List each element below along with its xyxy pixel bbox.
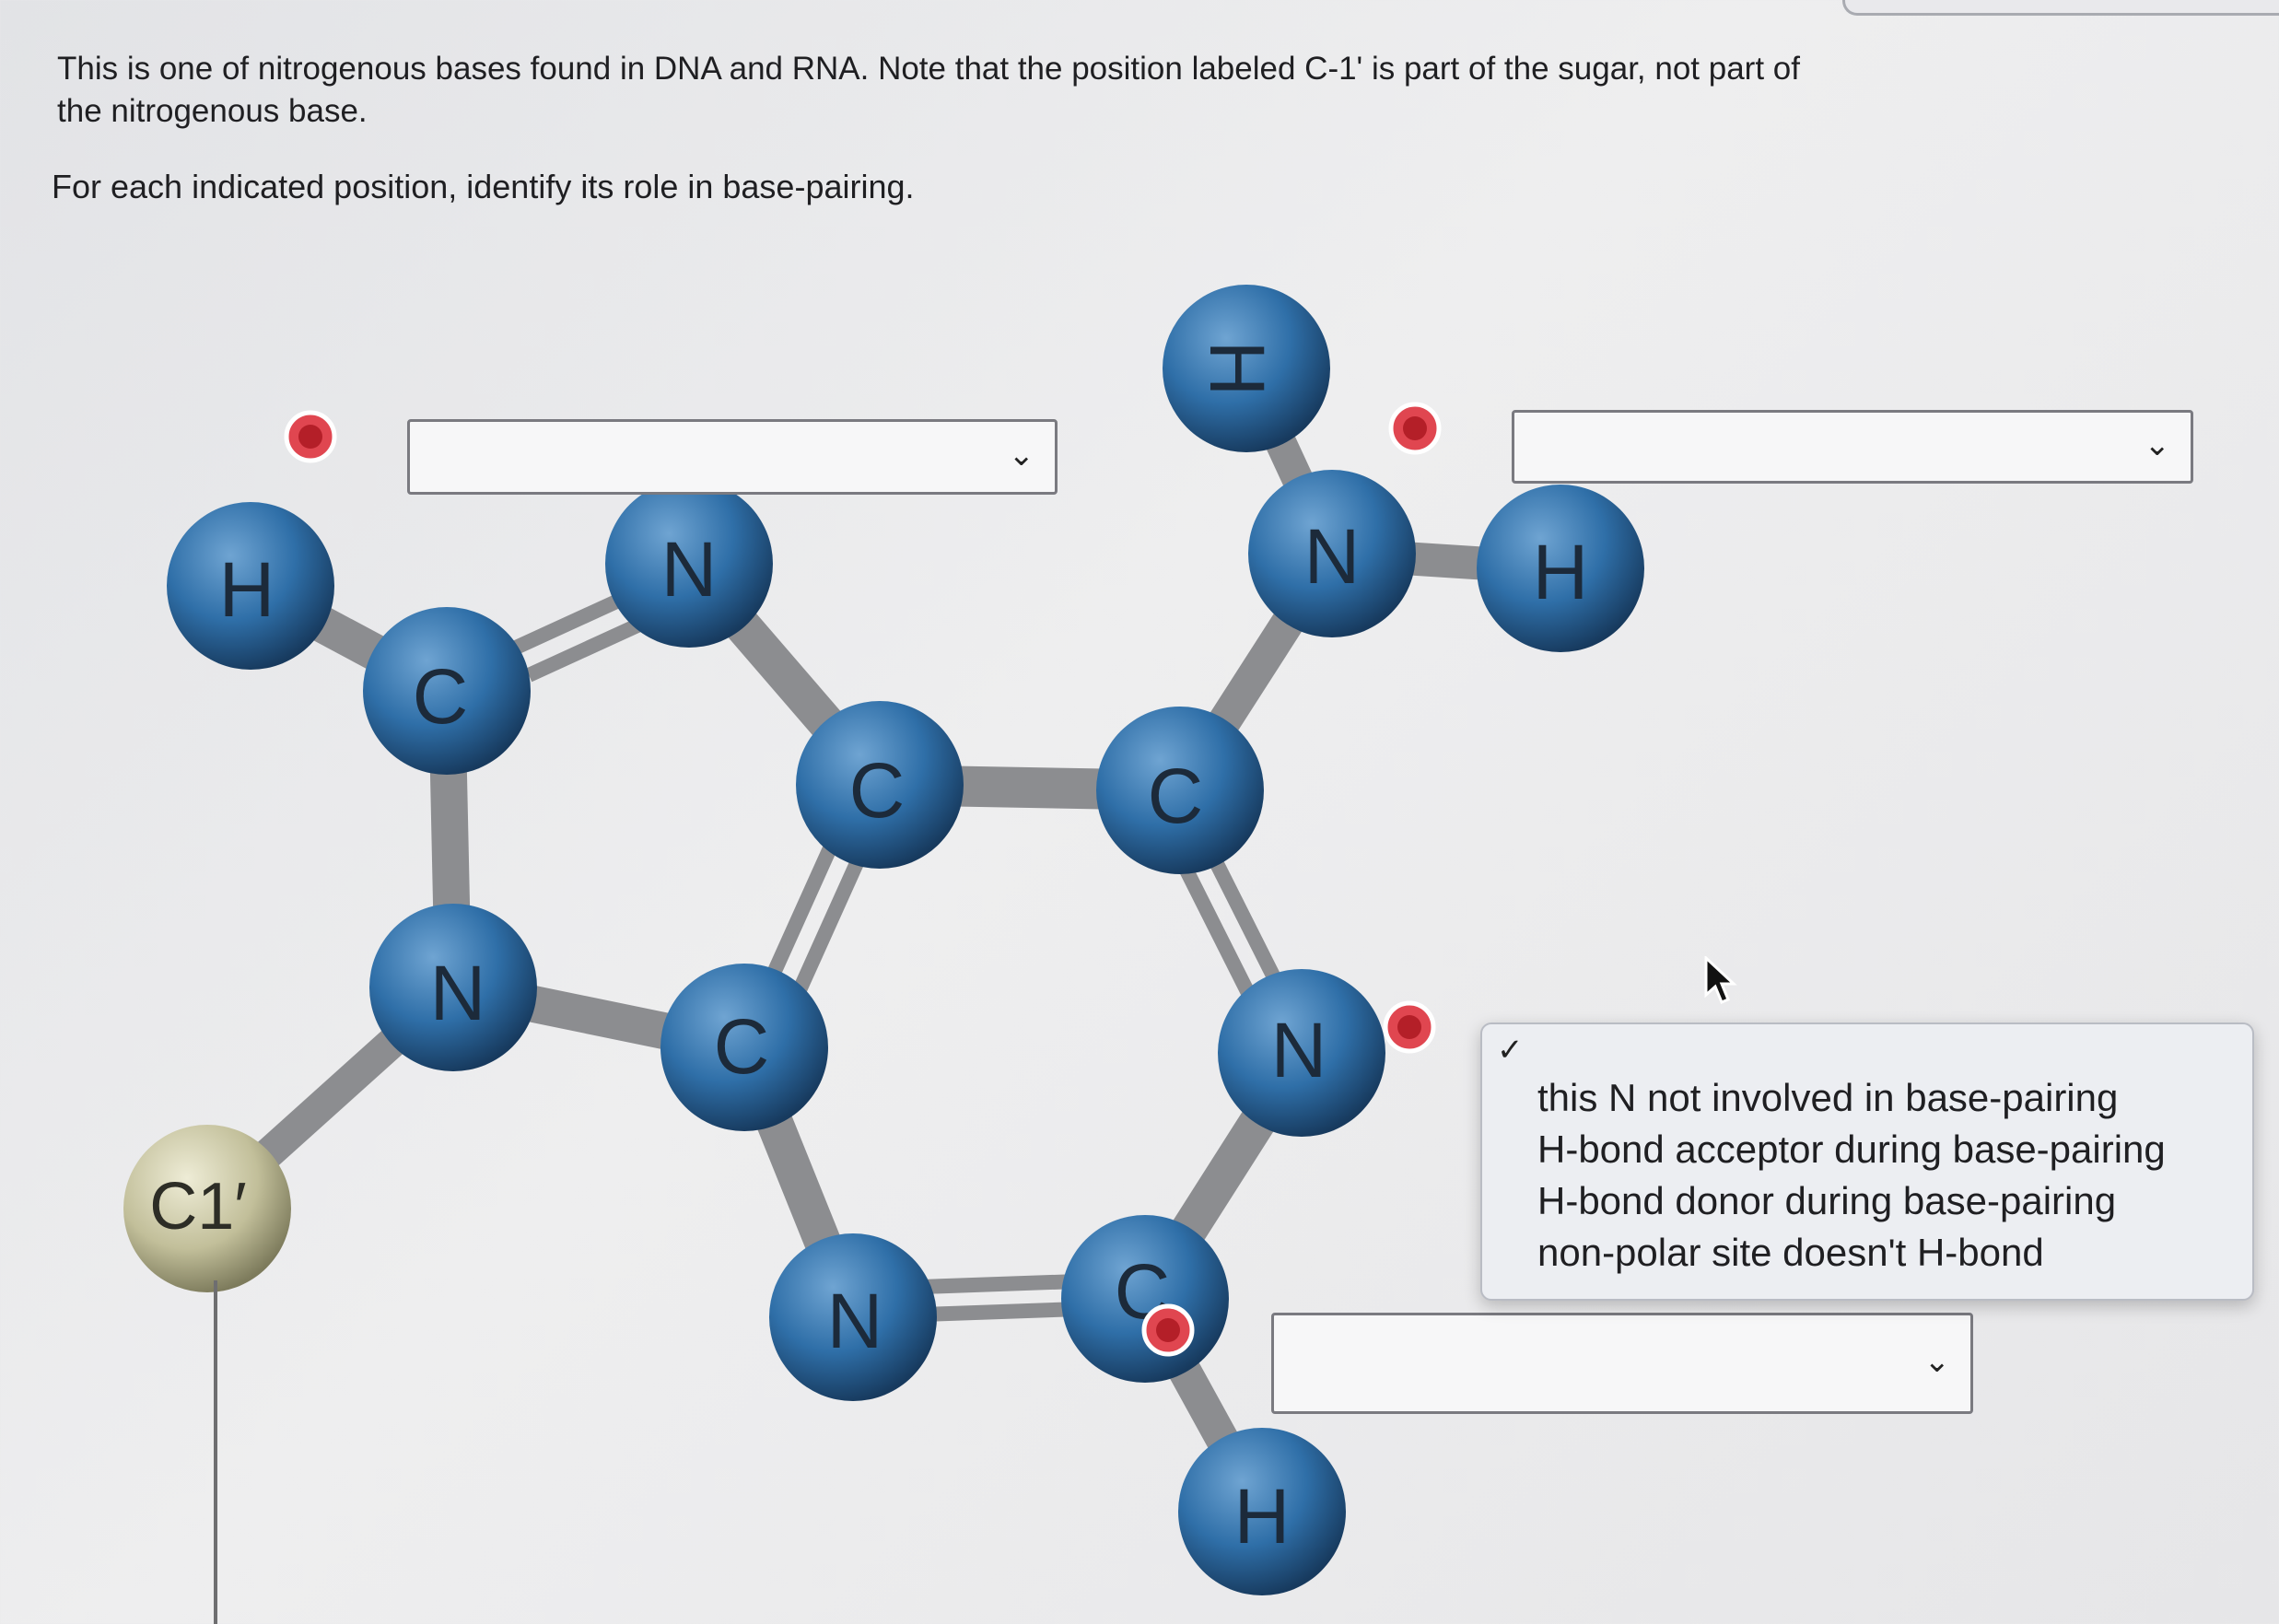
chevron-down-icon: ⌄	[1923, 1344, 1951, 1379]
svg-text:N: N	[1271, 1007, 1327, 1093]
atom-c-lower: C	[660, 964, 828, 1131]
mouse-cursor-icon	[1704, 956, 1737, 1004]
hotspot-n-ring[interactable]	[1383, 1000, 1436, 1054]
menu-option-not-involved[interactable]: this N not involved in base-pairing	[1537, 1076, 2119, 1119]
atoms: H C N C C H N H	[123, 285, 1644, 1595]
hotspot-h-left[interactable]	[284, 410, 337, 463]
role-select-bottom[interactable]: ⌄	[1271, 1313, 1973, 1414]
menu-option-non-polar[interactable]: non-polar site doesn't H-bond	[1537, 1231, 2044, 1274]
bond-nbottom-cbottom-b	[922, 1302, 1081, 1322]
bond-nbottom-cbottom-a	[920, 1274, 1079, 1294]
check-icon: ✓	[1497, 1033, 1524, 1068]
atom-h-left: H	[167, 502, 334, 670]
hotspot-n-amine[interactable]	[1388, 402, 1442, 455]
chevron-down-icon: ⌄	[1008, 438, 1035, 473]
menu-option-hbond-acceptor[interactable]: H-bond acceptor during base-pairing	[1537, 1127, 2166, 1171]
question-line-1: This is one of nitrogenous bases found i…	[57, 51, 1800, 87]
svg-text:N: N	[1304, 513, 1361, 600]
atom-n-ring-right: N	[1218, 969, 1385, 1137]
chevron-down-icon: ⌄	[2144, 427, 2171, 462]
svg-text:N: N	[661, 526, 718, 613]
svg-text:C: C	[1148, 753, 1204, 839]
atom-c-right: C	[1096, 707, 1264, 874]
atom-c-five-ring: C	[363, 607, 531, 775]
role-select-top-right[interactable]: ⌄	[1512, 410, 2193, 484]
top-panel-edge	[1842, 0, 2279, 16]
question-line-2: the nitrogenous base.	[57, 93, 368, 129]
question-text: This is one of nitrogenous bases found i…	[57, 48, 2065, 133]
svg-text:H: H	[1194, 341, 1280, 397]
svg-text:C: C	[849, 747, 906, 834]
svg-text:N: N	[430, 950, 486, 1036]
atom-n-amine: N	[1248, 470, 1416, 637]
atom-c-center: C	[796, 701, 964, 869]
svg-text:C1′: C1′	[149, 1170, 247, 1244]
atom-h-bottom: H	[1178, 1428, 1346, 1595]
menu-option-hbond-donor[interactable]: H-bond donor during base-pairing	[1537, 1179, 2117, 1222]
atom-h-amine-right: H	[1477, 485, 1644, 652]
svg-text:H: H	[219, 546, 275, 633]
atom-n-five-ring: N	[369, 904, 537, 1071]
atom-n-top: N	[605, 480, 773, 648]
role-select-top-left[interactable]: ⌄	[407, 419, 1058, 495]
hotspot-c-bottom[interactable]	[1141, 1303, 1195, 1357]
svg-text:N: N	[827, 1278, 883, 1364]
svg-text:H: H	[1533, 529, 1589, 615]
atom-c1-sugar: C1′	[123, 1125, 291, 1292]
atom-c-bottom: C	[1061, 1215, 1229, 1383]
instruction-text: For each indicated position, identify it…	[52, 168, 915, 205]
svg-text:H: H	[1234, 1473, 1291, 1560]
divider-line	[214, 1280, 217, 1624]
svg-text:C: C	[413, 653, 469, 740]
svg-text:C: C	[714, 1003, 770, 1090]
role-dropdown-menu: ✓ this N not involved in base-pairing H-…	[1480, 1022, 2254, 1301]
atom-n-bottom: N	[769, 1233, 937, 1401]
atom-h-amine-top: H	[1163, 285, 1330, 452]
